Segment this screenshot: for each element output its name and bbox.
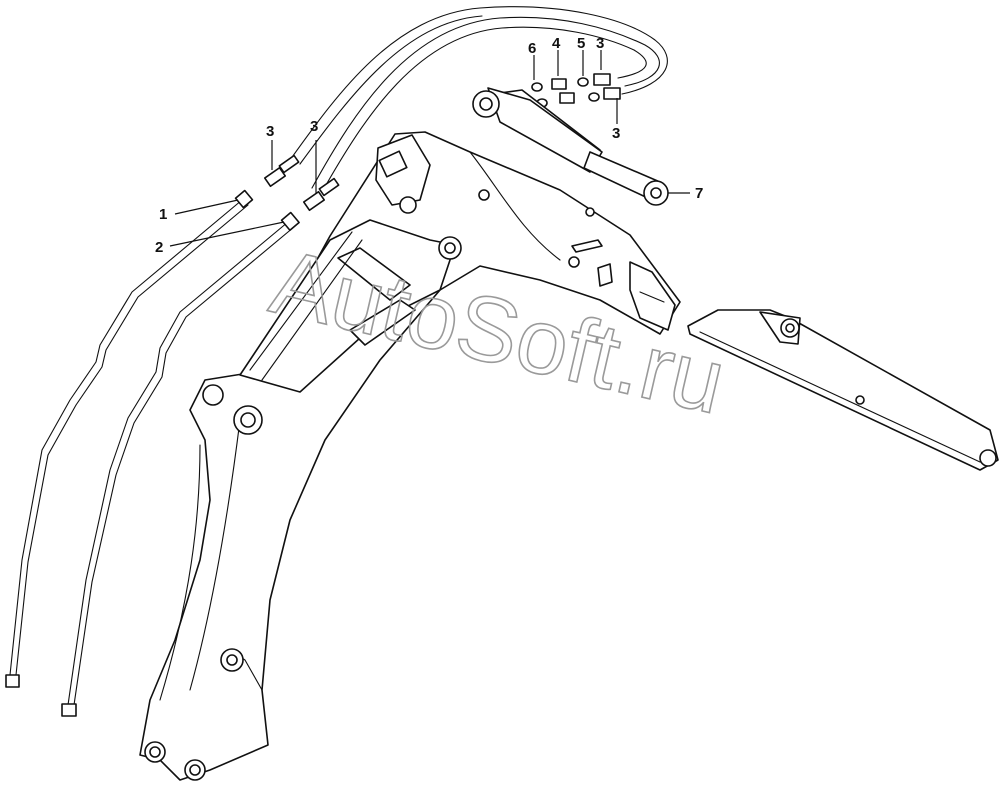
callout-3-left: 3	[266, 123, 274, 140]
boom-linkage	[239, 134, 462, 393]
hydraulic-line	[289, 6, 668, 193]
callout-3-center: 3	[310, 118, 318, 135]
callout-1: 1	[159, 206, 167, 223]
callout-7: 7	[695, 185, 703, 202]
hose-part-1	[5, 189, 254, 688]
hose-part-2	[61, 211, 300, 717]
callout-5: 5	[577, 35, 585, 52]
callout-2: 2	[155, 239, 163, 256]
main-boom	[139, 131, 681, 781]
callout-3-top: 3	[596, 35, 604, 52]
fitting-part-3-right	[302, 177, 340, 212]
cylinder-part-7	[472, 87, 669, 206]
boom-details	[478, 189, 676, 331]
callout-6: 6	[528, 40, 536, 57]
callout-3-bottom: 3	[612, 125, 620, 142]
detached-arm	[687, 309, 999, 471]
fitting-set-upper	[531, 73, 621, 108]
callout-leaders	[169, 50, 690, 247]
callout-4: 4	[552, 35, 561, 52]
fitting-part-3-left	[263, 154, 300, 188]
